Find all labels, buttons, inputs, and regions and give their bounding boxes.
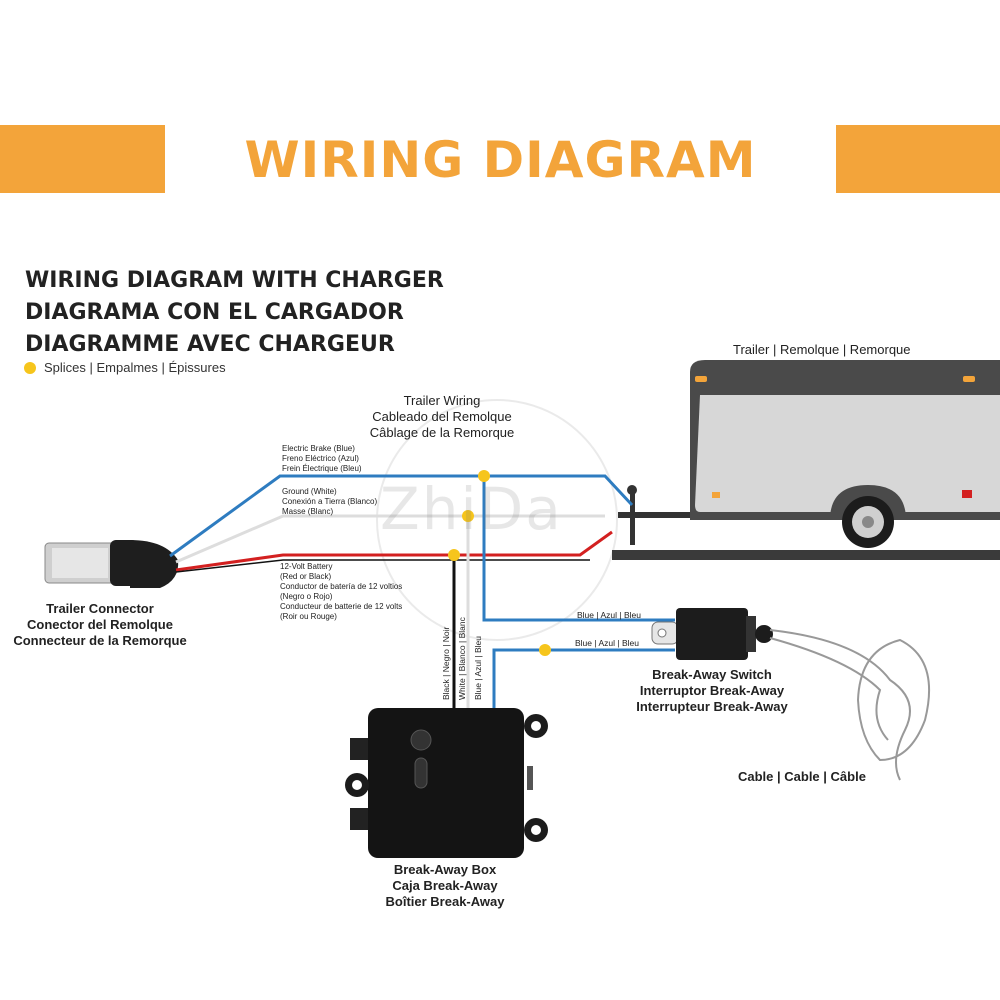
splice-dot-switch [539,644,551,656]
splice-legend-label: Splices | Empalmes | Épissures [44,360,226,375]
wire-blue-from-box [492,648,675,708]
wire-battery [175,530,613,572]
blue-wire-label-bottom: Blue | Azul | Bleu [575,638,639,648]
wire-ground [175,514,605,564]
trailer-connector-label-fr: Connecteur de la Remorque [13,633,187,648]
splice-dot-white [462,510,474,522]
trailer-connector-label-en: Trailer Connector [46,601,154,616]
break-away-box-label: Break-Away Box Caja Break-Away Boîtier B… [360,862,530,910]
battery-label: 12-Volt Battery (Red or Black) Conductor… [280,562,402,622]
trailer-label: Trailer | Remolque | Remorque [733,342,911,357]
ground-label-es: Conexión a Tierra (Blanco) [282,497,378,506]
cable-label: Cable | Cable | Câble [738,769,866,784]
ground-label-fr: Masse (Blanc) [282,507,334,516]
battery-label-line-4: (Negro o Rojo) [280,592,333,601]
wire-electric-brake [169,474,634,558]
splice-legend: Splices | Empalmes | Épissures [24,360,226,375]
heading-french: DIAGRAMME AVEC CHARGEUR [25,332,395,357]
splice-dot-icon [24,361,36,374]
watermark-circle [376,399,618,641]
heading-english: WIRING DIAGRAM WITH CHARGER [25,268,444,293]
trailer-wiring-label-en: Trailer Wiring [403,393,481,408]
battery-label-line-3: Conductor de batería de 12 voltios [280,582,403,591]
break-away-box-label-es: Caja Break-Away [392,878,498,893]
battery-label-line-2: (Red or Black) [280,572,332,581]
vertical-black-label: Black | Negro | Noir [441,626,451,700]
trailer-wiring-label: Trailer Wiring Cableado del Remolque Câb… [362,393,522,441]
heading-spanish: DIAGRAMA CON EL CARGADOR [25,300,404,325]
electric-brake-label-fr: Frein Électrique (Bleu) [282,464,362,473]
break-away-switch-label-es: Interruptor Break-Away [639,683,785,698]
break-away-box-label-fr: Boîtier Break-Away [385,894,505,909]
electric-brake-label-es: Freno Eléctrico (Azul) [282,454,359,463]
banner-bar-left [0,125,165,193]
blue-wire-label-top: Blue | Azul | Bleu [577,610,641,620]
ground-label-en: Ground (White) [282,487,337,496]
electric-brake-label-en: Electric Brake (Blue) [282,444,355,453]
battery-label-line-5: Conducteur de batterie de 12 volts [280,602,403,611]
trailer-connector-label: Trailer Connector Conector del Remolque … [0,601,200,649]
battery-label-line-1: 12-Volt Battery [280,562,333,571]
break-away-box-illustration [345,708,548,858]
splice-dot-blue [478,470,490,482]
ground-label: Ground (White) Conexión a Tierra (Blanco… [282,487,377,517]
break-away-switch-label-fr: Interrupteur Break-Away [636,699,788,714]
trailer-wiring-label-fr: Câblage de la Remorque [369,425,515,440]
trailer-illustration [612,360,1000,560]
break-away-switch-label-en: Break-Away Switch [652,667,772,682]
break-away-box-label-en: Break-Away Box [393,862,497,877]
wire-blue-to-switch [482,476,675,622]
vertical-blue-label: Blue | Azul | Bleu [473,636,483,700]
trailer-connector-label-es: Conector del Remolque [27,617,173,632]
banner-bar-right [836,125,1000,193]
break-away-switch-label: Break-Away Switch Interruptor Break-Away… [622,667,802,715]
break-away-switch-illustration [651,608,773,660]
trailer-wiring-label-es: Cableado del Remolque [372,409,512,424]
electric-brake-label: Electric Brake (Blue) Freno Eléctrico (A… [282,444,362,474]
battery-label-line-6: (Roir ou Rouge) [280,612,337,621]
wire-battery-black [175,559,590,573]
splice-dot-battery [448,549,460,561]
trailer-connector-plug [44,540,179,588]
cable-illustration [769,629,931,781]
banner-title: WIRING DIAGRAM [244,131,757,189]
vertical-white-label: White | Blanco | Blanc [457,617,467,700]
watermark-text: ZhiDa [380,475,563,543]
